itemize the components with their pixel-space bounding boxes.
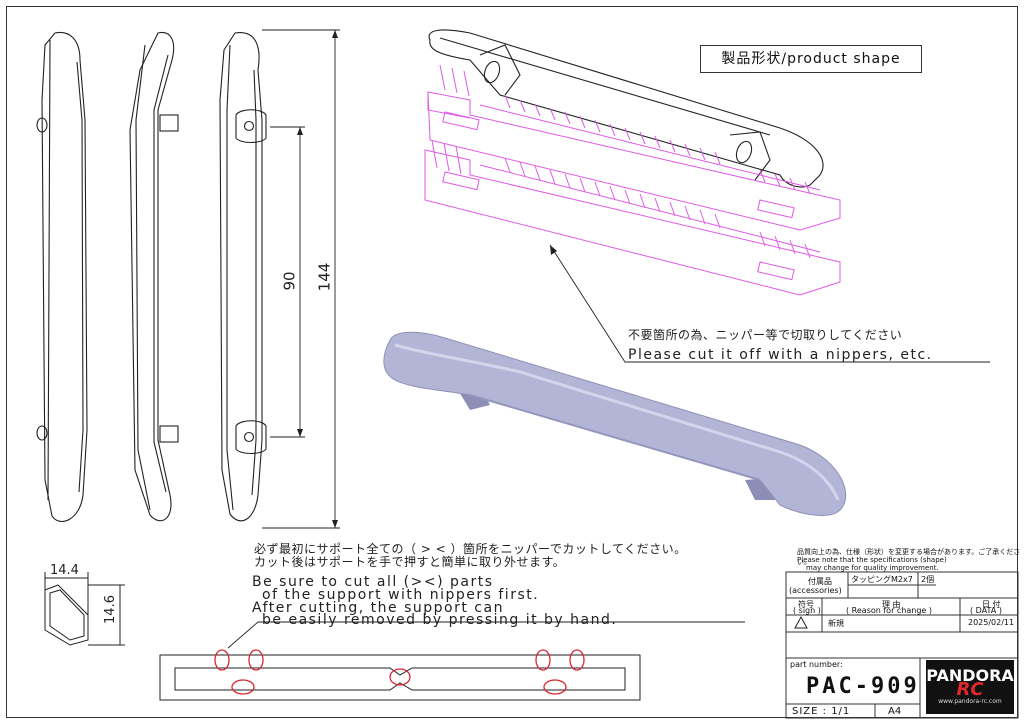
cut-marks	[214, 649, 585, 695]
logo-sub: RC	[956, 679, 984, 700]
support-note-jp-1: 必ず最初にサポート全ての（ > < ）箇所をニッパーでカットしてください。	[254, 542, 687, 556]
sign-label-en: ( sign )	[793, 606, 821, 615]
paper-size: A4	[888, 706, 902, 717]
date-label-en: ( DATA )	[970, 606, 1002, 615]
support-note-en-2: of the support with nippers first.	[262, 587, 540, 603]
revision-date: 2025/02/11	[968, 618, 1015, 627]
accessories-label-en: (accessories)	[789, 586, 842, 595]
front-view	[36, 31, 88, 522]
dimension-overall-length: 144	[315, 262, 334, 292]
support-lower	[424, 139, 841, 296]
reason-label-jp: 理 由	[882, 600, 901, 609]
side-view	[129, 31, 179, 522]
accessory-qty: 2個	[921, 575, 935, 584]
dimension-mount-spacing: 90	[280, 271, 299, 291]
support-upper	[427, 64, 841, 231]
support-note-jp-2: カット後はサポートを手で押すと簡単に取り外せます。	[254, 555, 566, 569]
size-label: SIZE : 1/1	[792, 706, 851, 717]
support-note-en-4: be easily removed by pressing it by hand…	[262, 612, 618, 628]
cut-note-arrowhead	[550, 245, 557, 255]
title-block-lines	[785, 571, 1019, 719]
section-view	[44, 572, 125, 646]
accessories-label-jp: 付属品	[808, 577, 832, 586]
date-label-jp: 日 付	[982, 600, 1001, 609]
dimension-width: 14.4	[50, 563, 79, 578]
sign-label-jp: 符号	[798, 600, 814, 609]
product-render	[383, 331, 847, 516]
dimension-height: 14.6	[102, 595, 118, 624]
accessory-item: タッピングM2x7	[851, 575, 913, 584]
logo-url: www.pandora-rc.com	[938, 698, 1002, 705]
cut-note-leader	[549, 244, 990, 363]
support-strip-view	[159, 654, 641, 701]
reason-label-en: ( Reason for change )	[846, 606, 933, 615]
part-number: PAC-909	[806, 674, 920, 699]
pandora-rc-logo: PANDORA RC www.pandora-rc.com	[926, 660, 1014, 714]
product-line-drawing	[428, 29, 824, 188]
spec-note-en-2: may change for quality improvement.	[806, 564, 939, 572]
support-note-en-3: After cutting, the support can	[252, 600, 504, 616]
bottom-view	[219, 32, 267, 522]
spec-note-jp: 品質向上の為、仕様（形状）を変更する場合があります。ご了承ください。	[797, 548, 1021, 566]
warning-icon	[794, 615, 808, 629]
spec-note-en-1: Please note that the specifications (sha…	[797, 556, 947, 564]
support-note-leader	[227, 621, 745, 649]
dimension-lines	[262, 29, 340, 529]
logo-brand: PANDORA	[926, 666, 1014, 685]
support-note-en-1: Be sure to cut all (><) parts	[252, 574, 494, 590]
revision-reason: 新規	[828, 619, 844, 628]
cut-note-jp: 不要箇所の為、ニッパー等で切取りしてください	[628, 328, 903, 342]
drawing-frame	[6, 6, 1018, 718]
product-shape-label: 製品形状/product shape	[700, 45, 922, 73]
part-number-label: part number:	[790, 660, 843, 669]
cut-note-en: Please cut it off with a nippers, etc.	[628, 347, 933, 363]
